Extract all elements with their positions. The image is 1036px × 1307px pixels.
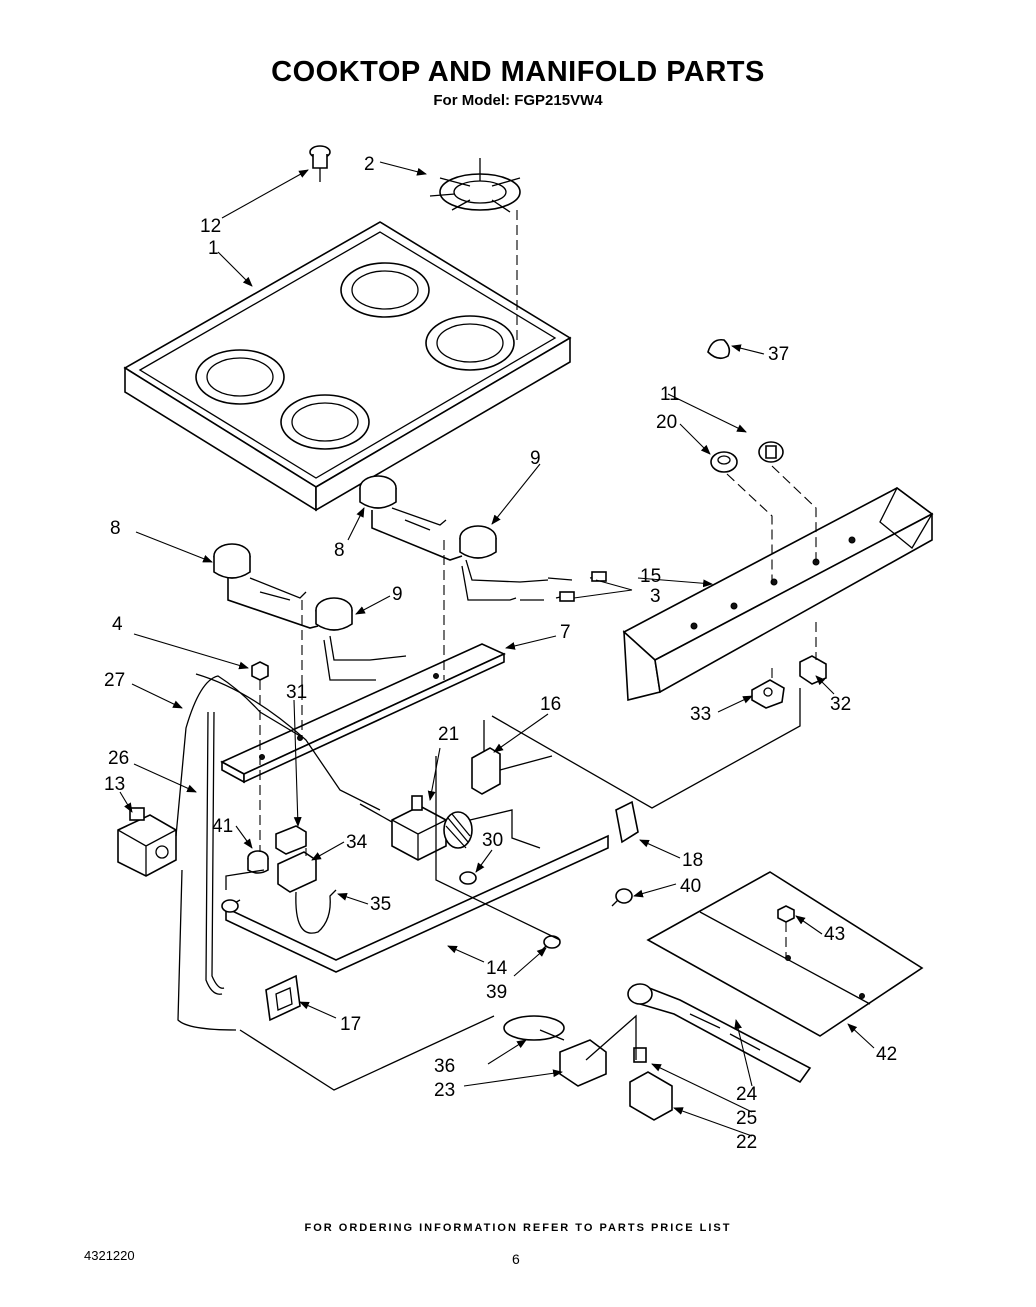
callout-43: 43 (824, 924, 845, 945)
callout-22: 22 (736, 1132, 757, 1153)
callout-8-front: 8 (110, 518, 121, 539)
ordering-note: FOR ORDERING INFORMATION REFER TO PARTS … (304, 1222, 732, 1234)
oven-valve (359, 795, 447, 861)
callout-4: 4 (112, 614, 123, 635)
callout-11: 11 (660, 384, 680, 405)
leader-arrows (119, 161, 875, 1137)
alignment-lines (225, 210, 817, 1091)
callout-9-rear: 9 (530, 448, 541, 469)
oven-burner-tube (221, 834, 609, 973)
callout-3: 3 (650, 586, 661, 607)
callout-25: 25 (736, 1108, 757, 1129)
igniter (471, 720, 553, 795)
callout-40: 40 (680, 876, 701, 897)
callout-20: 20 (656, 412, 677, 433)
callout-21: 21 (438, 724, 459, 745)
burner-assembly-rear (359, 475, 607, 602)
callout-27: 27 (104, 670, 125, 691)
callout-37: 37 (768, 344, 789, 365)
callout-14: 14 (486, 958, 508, 979)
bracket-17 (265, 974, 301, 1022)
nut-43 (777, 905, 795, 923)
clip (707, 338, 731, 360)
burner-grate (429, 158, 521, 213)
broil-igniter (629, 1047, 673, 1121)
screw (309, 145, 331, 182)
bracket-33 (751, 679, 785, 709)
spacer-41 (247, 850, 269, 874)
callout-12: 12 (200, 216, 221, 237)
bracket-18 (615, 800, 639, 844)
callout-23: 23 (434, 1080, 455, 1101)
bracket-31 (275, 825, 307, 855)
callout-1: 1 (208, 238, 219, 259)
switch-34 (277, 851, 317, 893)
callout-15: 15 (640, 566, 661, 587)
burner-assembly-front (213, 543, 407, 681)
document-number: 4321220 (84, 1248, 135, 1263)
cooktop-panel (123, 221, 572, 512)
callout-34: 34 (346, 832, 368, 853)
callout-33: 33 (690, 704, 711, 725)
callout-31: 31 (286, 682, 307, 703)
nut-4 (251, 661, 269, 681)
gas-regulator (117, 807, 177, 877)
broiler-baffle (646, 871, 924, 1037)
model-line: For Model: FGP215VW4 (433, 92, 603, 109)
callout-24: 24 (736, 1084, 758, 1105)
callout-32: 32 (830, 694, 851, 715)
callout-2: 2 (364, 154, 375, 175)
callout-labels: 12 2 1 37 11 20 9 8 8 9 15 3 7 4 27 26 1… (104, 154, 897, 1153)
callout-17: 17 (340, 1014, 361, 1035)
callout-8-rear: 8 (334, 540, 345, 561)
manifold-bracket (220, 643, 506, 784)
callout-35: 35 (370, 894, 391, 915)
page-title: COOKTOP AND MANIFOLD PARTS (271, 56, 765, 88)
page-number: 6 (512, 1251, 520, 1267)
callout-30: 30 (482, 830, 503, 851)
callout-41: 41 (212, 816, 233, 837)
broil-burner (627, 983, 812, 1084)
callout-7: 7 (560, 622, 571, 643)
callout-18: 18 (682, 850, 703, 871)
control-panel (622, 487, 934, 702)
wire-35 (295, 889, 337, 934)
knob-20 (710, 451, 738, 473)
callout-13: 13 (104, 774, 125, 795)
callout-9-front: 9 (392, 584, 403, 605)
knob-11 (758, 441, 784, 463)
callout-36: 36 (434, 1056, 455, 1077)
callout-16: 16 (540, 694, 561, 715)
callout-42: 42 (876, 1044, 897, 1065)
callout-26: 26 (108, 748, 129, 769)
broil-orifice (503, 1015, 607, 1087)
bracket-32 (799, 655, 827, 685)
screw-40 (611, 888, 633, 907)
callout-39: 39 (486, 982, 507, 1003)
thermostat-bulb (443, 809, 541, 885)
